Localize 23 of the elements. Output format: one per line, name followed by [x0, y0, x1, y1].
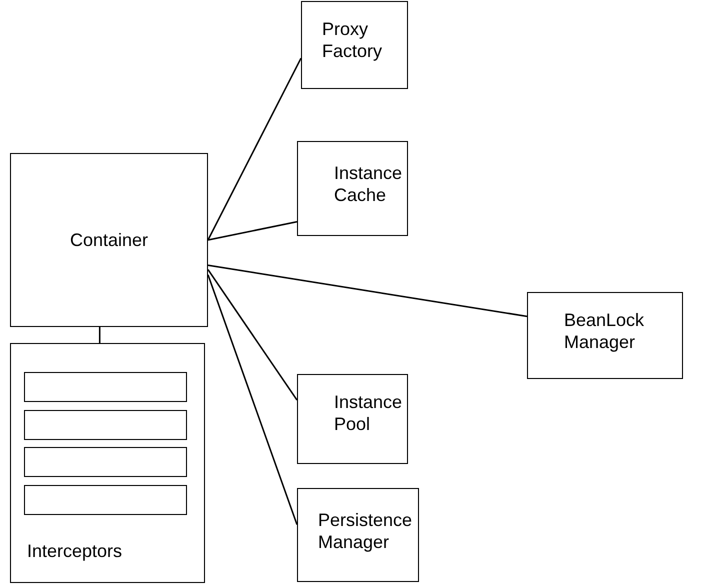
node-label: Interceptors	[27, 540, 122, 562]
empty-slot-box	[24, 447, 187, 477]
connector-line	[207, 58, 302, 240]
empty-slot-box	[24, 410, 187, 440]
empty-slot-box	[24, 485, 187, 515]
connector-line	[208, 221, 298, 241]
node-label: BeanLock Manager	[564, 309, 646, 353]
component-box	[297, 488, 419, 582]
component-box	[297, 141, 408, 236]
connector-line	[208, 264, 528, 318]
component-box	[10, 153, 208, 327]
node-label: Instance Pool	[334, 391, 404, 435]
node-label: Persistence Manager	[318, 509, 414, 553]
node-label: Instance Cache	[334, 162, 404, 206]
connector-line	[207, 269, 298, 401]
connector-line	[98, 327, 100, 343]
connector-line	[207, 274, 298, 525]
component-box	[297, 374, 408, 464]
component-box	[301, 1, 408, 89]
node-label: Proxy Factory	[322, 18, 384, 62]
node-label: Container	[70, 229, 148, 251]
empty-slot-box	[24, 372, 187, 402]
component-box	[527, 292, 683, 379]
